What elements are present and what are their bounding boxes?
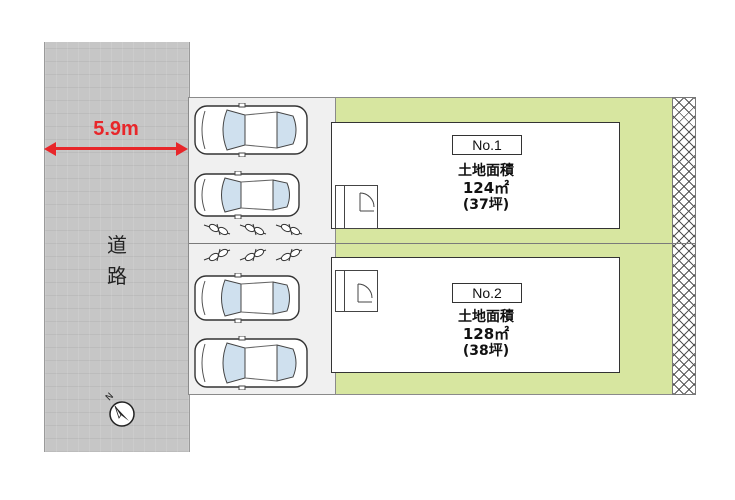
lot-1-area-sqm: 124㎡: [462, 179, 510, 197]
arrow-right-icon: [176, 141, 188, 156]
lot-2-area-info: 土地面積 128㎡ (38坪): [430, 309, 542, 360]
house-2: [331, 257, 620, 373]
bicycle-row-2: [203, 248, 303, 262]
lot-1-number-label: No.1: [452, 135, 522, 155]
lot-1-area-title: 土地面積: [458, 163, 514, 179]
car-icon: [194, 273, 300, 323]
road-label-char-2: 路: [107, 264, 127, 288]
lot-1-area-info: 土地面積 124㎡ (37坪): [430, 163, 542, 214]
road-label-char-1: 道: [107, 233, 127, 257]
bicycle-row-1: [203, 223, 303, 236]
lot-2-area-title: 土地面積: [458, 309, 514, 325]
car-icon: [194, 103, 308, 157]
lot-2-entrance-door-icon: [344, 270, 378, 312]
lot-1-area-tsubo: (37坪): [462, 197, 510, 213]
bicycle-icon: [275, 223, 303, 236]
compass-north-label: N: [104, 391, 116, 403]
parking-divider: [189, 243, 335, 244]
bicycle-icon: [239, 248, 267, 262]
road: 道 路: [44, 42, 190, 452]
bicycle-icon: [203, 223, 231, 236]
road-width-label: 5.9m: [93, 118, 139, 140]
lot-2-number-label: No.2: [452, 283, 522, 303]
bicycle-icon: [275, 248, 303, 262]
car-icon: [194, 336, 308, 390]
lot-boundary-line: [335, 243, 696, 244]
lot-2-area-sqm: 128㎡: [462, 325, 510, 343]
compass-icon: N: [104, 391, 135, 427]
bicycle-icon: [203, 248, 231, 262]
car-icon: [194, 171, 300, 219]
arrow-left-icon: [44, 141, 56, 156]
boundary-hatch: [672, 97, 696, 395]
road-width-dimension-line: [50, 147, 182, 150]
lot-2-area-tsubo: (38坪): [462, 343, 510, 359]
bicycle-icon: [239, 223, 267, 236]
lot-1-entrance-door-icon: [344, 185, 378, 229]
